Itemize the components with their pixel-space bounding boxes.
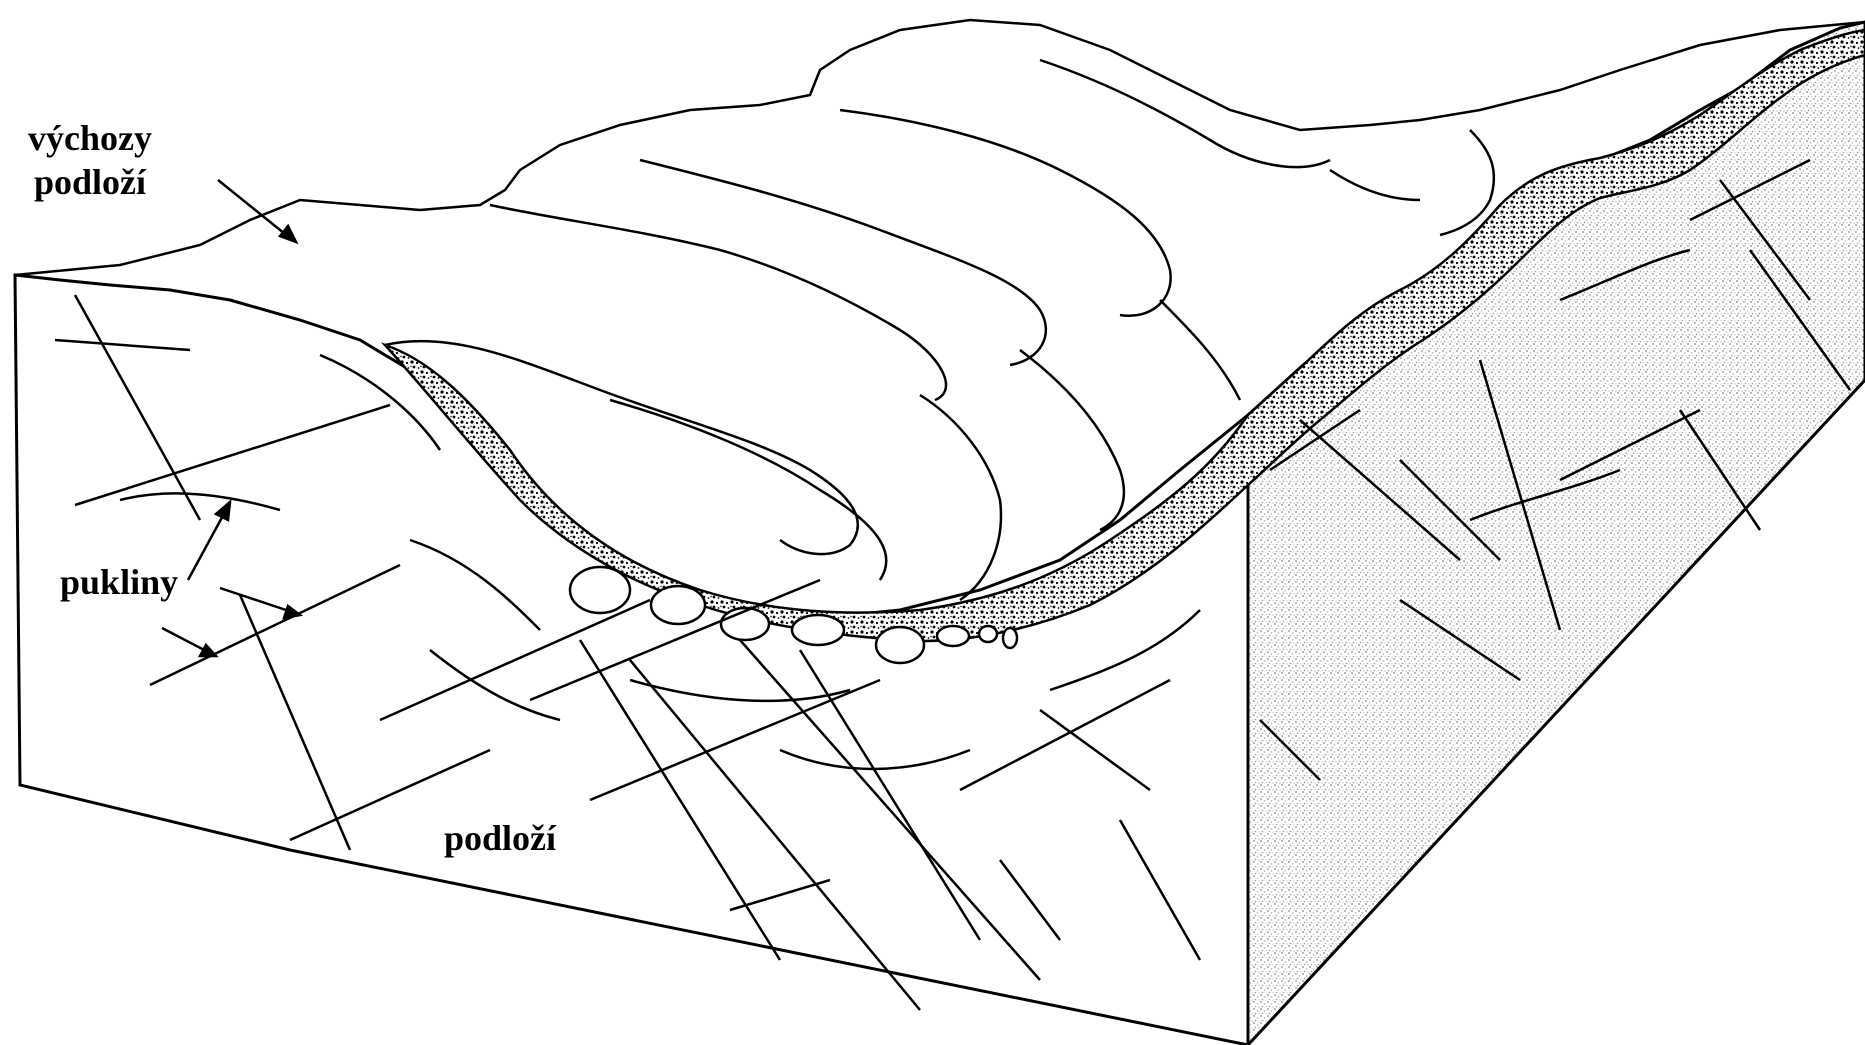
bedrock-label: podloží xyxy=(444,816,556,860)
joints-label: pukliny xyxy=(60,560,178,604)
outcrops-label-line2: podloží xyxy=(28,160,152,204)
outcrops-label-line1: výchozy xyxy=(28,116,152,160)
outcrops-label: výchozy podloží xyxy=(28,116,152,204)
